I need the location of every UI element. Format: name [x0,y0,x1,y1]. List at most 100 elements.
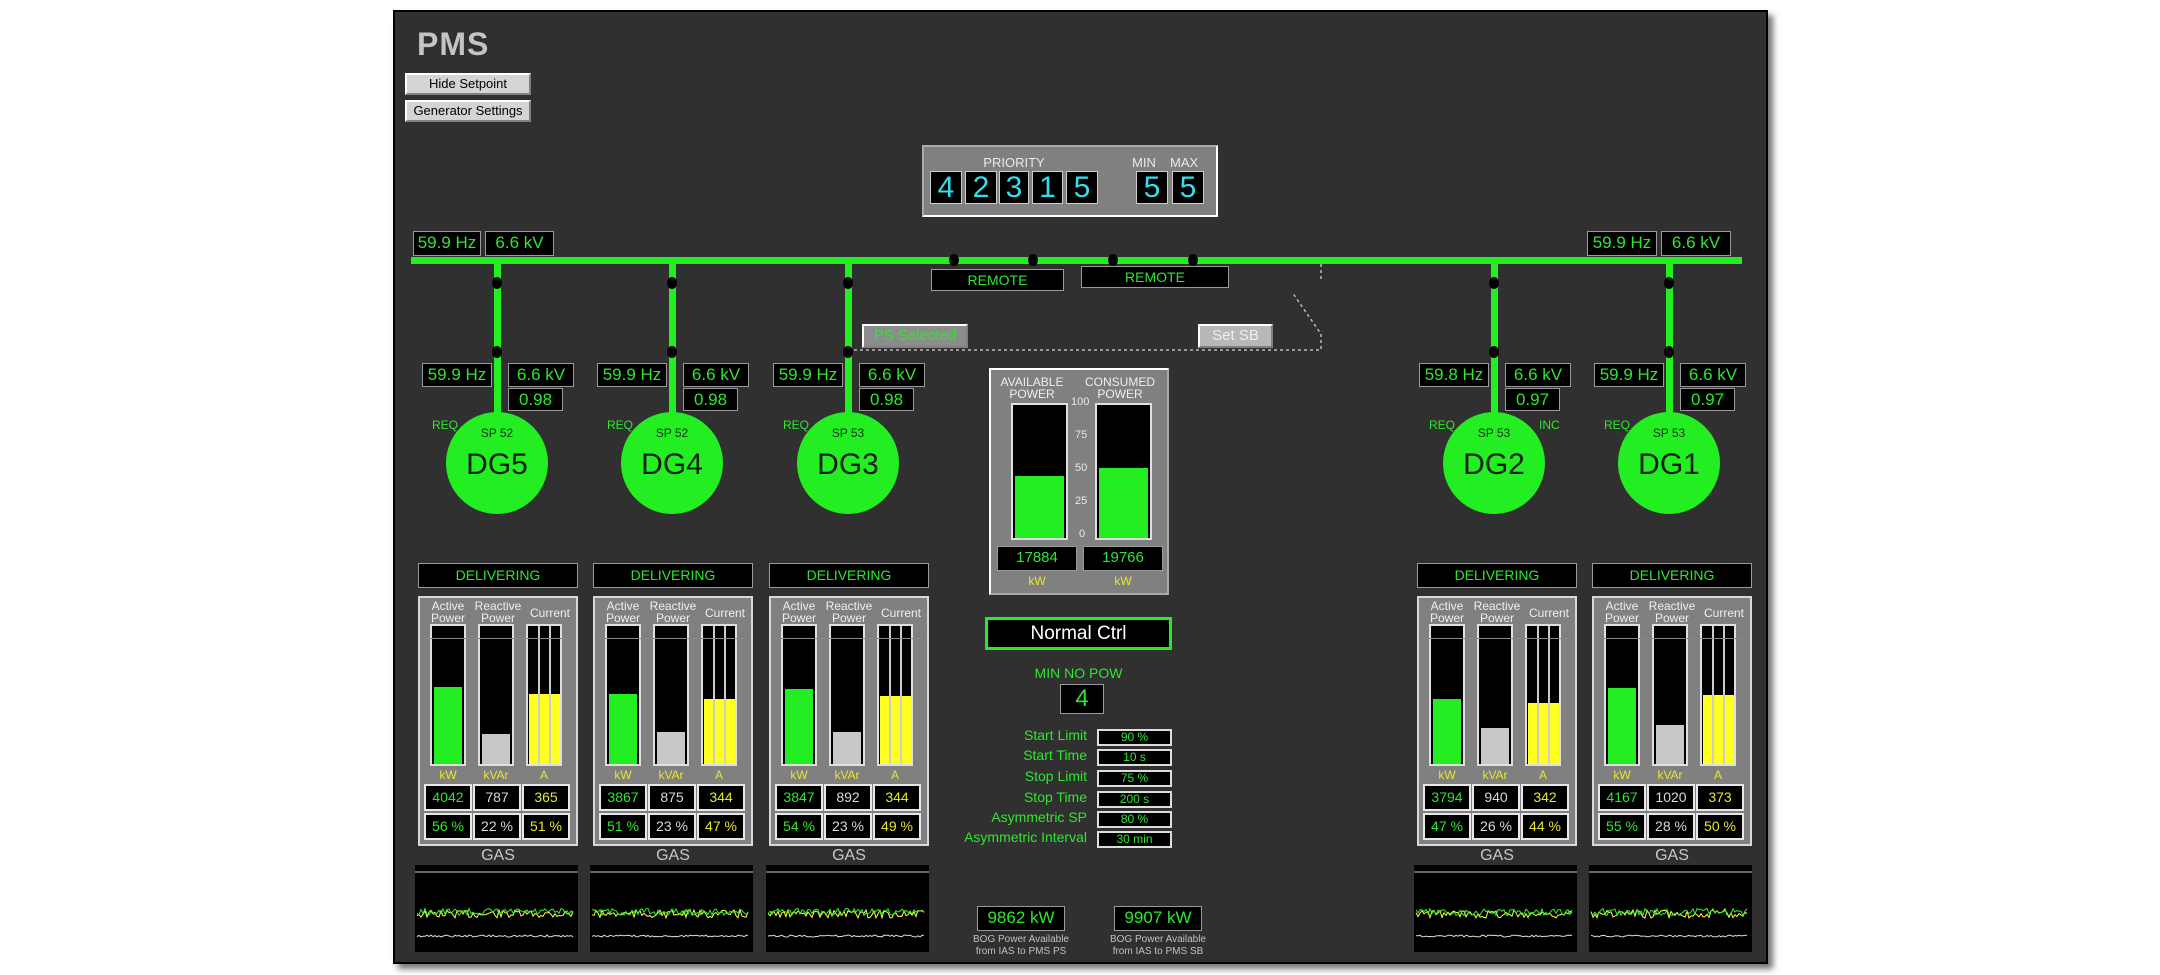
ps-selected-button[interactable]: PS Selected [862,324,968,348]
bog-caption-line: BOG Power Available [1110,934,1206,945]
generator-breaker-icon[interactable] [843,346,853,358]
bog-caption-line: from IAS to PMS SB [1112,946,1204,957]
priority-digit[interactable]: 5 [1066,171,1098,204]
min-digit[interactable]: 5 [1136,171,1168,204]
reactive-power-bar-fill [1481,728,1509,764]
available-power-bar [1011,403,1068,540]
current-phase-fill [880,696,889,764]
bus-tie-breaker-icon[interactable] [1188,254,1198,266]
consumed-power-label: CONSUMED [1084,375,1155,389]
max-label: MAX [1170,155,1199,170]
hide-setpoint-button[interactable]: Hide Setpoint [405,73,531,95]
bus-tie-breaker-icon[interactable] [949,254,959,266]
bus-tie-breaker-icon[interactable] [1108,254,1118,266]
meter-value: 1020 [1647,784,1695,811]
amp-unit: A [539,768,548,782]
meter-value: 344 [697,784,745,811]
current-phase-fill [726,699,735,764]
min-label: MIN [1132,155,1156,170]
meter-percent: 44 % [1521,813,1569,840]
label-line: Power [1604,611,1639,625]
setting-value[interactable]: 30 min [1097,831,1172,848]
generator-power-factor: 0.97 [1505,388,1560,411]
bus-tie-breaker-icon[interactable] [1028,254,1038,266]
phase-divider [549,626,551,764]
trend-series-white [416,934,574,938]
active-power-bar [781,624,817,766]
consumed-power-label: POWER [1097,387,1143,401]
label-line: Power [605,611,640,625]
generator-breaker-icon[interactable] [667,346,677,358]
set-sb-button[interactable]: Set SB [1198,324,1273,348]
priority-digit[interactable]: 3 [999,171,1029,204]
reactive-power-bar-fill [657,732,685,764]
phase-divider [1537,626,1539,764]
selection-dashed-outline [848,264,1322,351]
generator-power-factor: 0.98 [859,388,914,411]
current-phase-fill [1703,695,1712,764]
control-mode-display[interactable]: Normal Ctrl [985,617,1172,650]
generator-setpoint: SP 53 [1652,426,1686,440]
max-digit[interactable]: 5 [1172,171,1204,204]
active-power-bar [430,624,466,766]
min-no-pow-label: MIN NO POW [1034,665,1123,681]
generator-breaker-icon[interactable] [1664,277,1674,289]
meter-value: 940 [1472,784,1520,811]
current-bar [1525,624,1561,766]
active-power-bar-fill [1608,688,1636,764]
setting-value[interactable]: 200 s [1097,791,1172,808]
generator-req-indicator: REQ [783,418,810,432]
bus-right-voltage: 6.6 kV [1661,231,1731,256]
current-phase-fill [891,696,900,764]
setting-value[interactable]: 80 % [1097,811,1172,828]
label-line: Power [655,611,690,625]
generator-breaker-icon[interactable] [1664,346,1674,358]
pms-window: PMS Hide Setpoint Generator Settings PRI… [393,10,1768,964]
generator-req-indicator: REQ [1429,418,1456,432]
generator-breaker-icon[interactable] [1489,277,1499,289]
setting-value[interactable]: 10 s [1097,749,1172,766]
generator-frequency: 59.9 Hz [773,363,843,387]
label-line: Active [782,599,816,613]
generator-status: DELIVERING [1592,563,1752,588]
setting-value[interactable]: 90 % [1097,729,1172,746]
generator-settings-button[interactable]: Generator Settings [405,100,531,122]
generator-status: DELIVERING [418,563,578,588]
meter-percent: 51 % [599,813,647,840]
generator-breaker-icon[interactable] [843,277,853,289]
remote-status-2: REMOTE [1081,266,1229,288]
label-line: Reactive [1648,599,1696,613]
generator-breaker-icon[interactable] [492,277,502,289]
priority-digit[interactable]: 4 [930,171,962,204]
kvar-unit: kVAr [834,768,860,782]
generator-power-factor: 0.97 [1680,388,1735,411]
generator-name: DG2 [1463,448,1525,481]
scale-tick: 100 [1071,396,1090,408]
trend-series-green [767,907,925,917]
meter-percent: 47 % [1423,813,1471,840]
meter-value: 3847 [775,784,823,811]
reference-line [424,638,572,639]
reference-line [1598,638,1746,639]
generator-breaker-icon[interactable] [492,346,502,358]
generator-frequency: 59.8 Hz [1419,363,1489,387]
generator-breaker-icon[interactable] [667,277,677,289]
current-bar [1700,624,1736,766]
phase-divider [900,626,902,764]
meter-value: 892 [824,784,872,811]
priority-digit[interactable]: 1 [1032,171,1063,204]
generator-breaker-icon[interactable] [1489,346,1499,358]
setting-value[interactable]: 75 % [1097,770,1172,787]
active-power-bar-fill [434,686,462,764]
min-no-pow-value[interactable]: 4 [1060,684,1104,714]
priority-digit[interactable]: 2 [965,171,997,204]
meter-value: 875 [648,784,696,811]
generator-voltage: 6.6 kV [1680,363,1746,387]
